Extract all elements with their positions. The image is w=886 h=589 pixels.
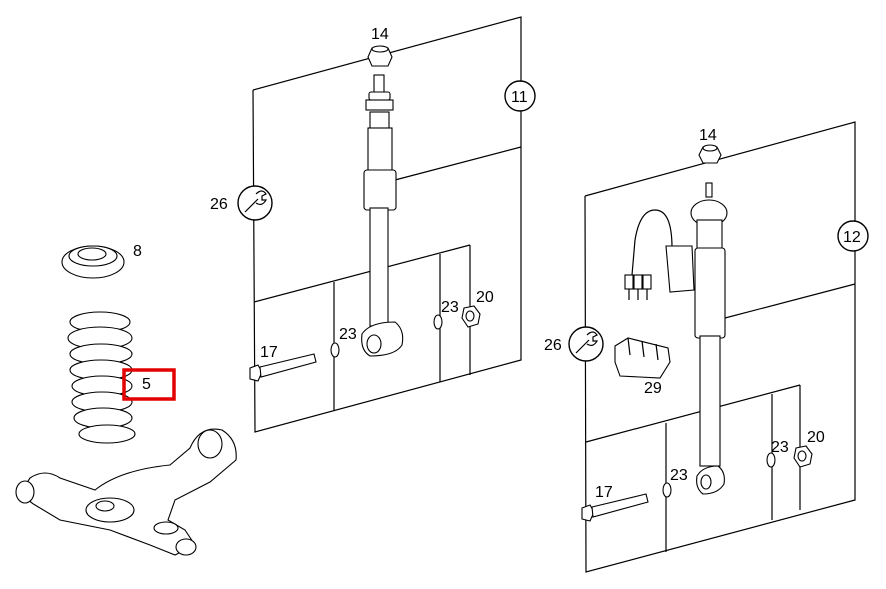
label-23-left: 23 [339,326,357,343]
coil-spring-5 [67,311,136,444]
shock-absorber-left [361,74,404,357]
bolt-17-right [581,493,649,522]
label-23-right-b: 23 [771,439,789,456]
nut-14-right [698,144,722,164]
label-11: 11 [511,89,528,106]
highlight-box [122,368,176,401]
label-20-right: 20 [807,429,825,446]
nut-20-left [461,305,481,328]
shock-absorber-right [690,182,728,495]
bolt-17-left [249,353,317,382]
assembly-callout-11 [504,80,536,112]
wrench-icon [237,185,273,221]
washer-23-right-b [766,452,776,468]
label-17-left: 17 [260,344,278,361]
label-12: 12 [843,229,861,246]
washer-23-right [662,482,672,498]
washer-23-left-b [433,314,443,330]
label-8: 8 [133,243,142,260]
control-arm [15,428,237,556]
label-5: 5 [142,376,151,393]
sensor-harness [624,209,695,300]
label-26-left: 26 [210,196,228,213]
label-26-right: 26 [544,337,562,354]
connector-29 [614,337,671,379]
assembly-callout-12 [837,220,869,252]
spring-seat-8 [61,245,125,279]
nut-14-left [367,45,393,67]
label-29: 29 [644,380,662,397]
wrench-icon [568,326,604,362]
label-14-left: 14 [371,26,389,43]
label-17-right: 17 [595,484,613,501]
label-23-right: 23 [670,467,688,484]
washer-23-left [330,342,340,358]
label-20-left: 20 [476,289,494,306]
label-14-right: 14 [699,127,717,144]
label-23-left-b: 23 [441,299,459,316]
nut-20-right [793,445,813,468]
